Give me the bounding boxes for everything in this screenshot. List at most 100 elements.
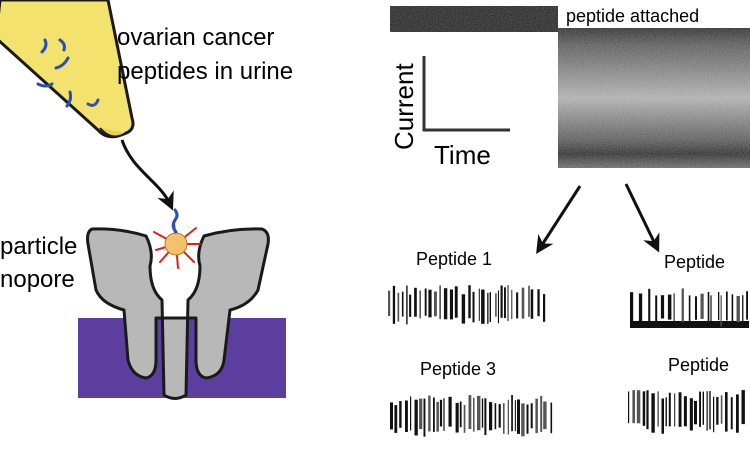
trace-spike <box>468 285 471 319</box>
trace-spike <box>730 397 733 430</box>
trace-spike <box>661 398 664 434</box>
trace-spike <box>511 289 513 320</box>
trace-spike <box>526 404 529 434</box>
state-label: peptide attached <box>566 6 699 26</box>
attached-peptide-trace <box>558 28 750 168</box>
trace-spike <box>636 390 641 424</box>
x-axis-label: Time <box>434 140 491 170</box>
trace-spike <box>695 296 697 320</box>
trace-spike <box>468 395 472 429</box>
trace-spike <box>516 292 519 319</box>
trace-spike <box>673 293 675 322</box>
peptide-strands-icon <box>36 38 100 108</box>
trace-spike <box>530 403 533 429</box>
trace-spike <box>674 393 676 427</box>
trace-spike <box>461 294 466 324</box>
trace-spike <box>511 395 513 432</box>
peptide-label-4: Peptide <box>668 355 729 375</box>
open-pore-trace <box>390 6 558 32</box>
trace-spike <box>448 396 452 427</box>
trace-spike <box>550 402 553 434</box>
trace-spike <box>463 405 466 433</box>
peptide-1-trace <box>388 285 546 325</box>
peptide-2-trace <box>630 288 749 328</box>
trace-spike <box>436 401 439 432</box>
bound-peptide-icon <box>171 208 179 234</box>
trace-spike <box>700 293 704 319</box>
trace-spike <box>630 292 634 323</box>
trace-spike <box>489 292 491 322</box>
peptide-label-1: Peptide 1 <box>416 249 492 269</box>
trace-spike <box>419 398 423 430</box>
trace-spike <box>428 289 432 318</box>
trace-spike <box>660 295 665 319</box>
trace-spike <box>657 391 659 427</box>
trace-spike <box>449 289 453 320</box>
trace-spike <box>405 400 408 432</box>
trace-spike <box>419 290 421 319</box>
trace-spike <box>530 289 534 319</box>
scale-bar-axes <box>422 56 510 132</box>
arrow-icon <box>536 185 582 255</box>
trace-spike <box>414 399 418 436</box>
nanopore-label-line1: particle <box>0 233 77 260</box>
trace-spike <box>428 395 431 432</box>
trace-spike <box>726 291 728 321</box>
trace-spike <box>648 288 651 328</box>
trace-spike <box>725 392 728 432</box>
trace-spike <box>394 405 398 433</box>
trace-spike <box>694 400 697 425</box>
sample-label-line1: ovarian cancer <box>117 24 274 51</box>
trace-spike <box>543 401 547 430</box>
trace-spike <box>709 391 711 430</box>
trace-spike <box>423 398 426 437</box>
trace-spike <box>487 292 489 324</box>
trace-spike <box>489 402 493 431</box>
sample-label-line2: peptides in urine <box>117 58 293 85</box>
trace-spike <box>500 285 503 318</box>
trace-spike <box>517 399 520 434</box>
trace-spike <box>477 395 481 431</box>
trace-spike <box>683 396 687 427</box>
trace-spike <box>443 288 448 320</box>
trace-spike <box>495 293 497 317</box>
trace-spike <box>667 294 672 320</box>
trace-spike <box>497 290 499 324</box>
peptide-4-trace <box>628 390 745 434</box>
trace-spike <box>455 402 459 433</box>
trace-spike <box>537 289 540 317</box>
trace-spike <box>392 285 396 324</box>
trace-spike <box>433 397 435 432</box>
trace-spike <box>454 286 458 318</box>
trace-spike <box>399 401 402 428</box>
trace-spike <box>410 396 412 431</box>
arrow-icon <box>624 183 660 253</box>
trace-spike <box>439 399 443 427</box>
trace-spike <box>702 391 704 425</box>
particle-icon <box>164 232 188 256</box>
trace-spike <box>665 397 667 427</box>
trace-spike <box>681 288 684 322</box>
peptide-label-2: Peptide <box>664 252 725 272</box>
trace-spike <box>388 290 391 317</box>
trace-spike <box>720 395 723 424</box>
trace-spike <box>642 391 646 426</box>
trace-spike <box>494 403 497 430</box>
trace-spike <box>718 292 720 321</box>
trace-spike <box>409 294 412 317</box>
trace-spike <box>507 285 509 322</box>
y-axis-label: Current <box>389 63 419 150</box>
trace-baseline <box>630 321 749 328</box>
trace-spike <box>514 400 516 432</box>
trace-spike <box>406 285 408 325</box>
trace-spike <box>741 390 745 425</box>
arrow-icon <box>120 139 174 211</box>
trace-spike <box>651 393 655 433</box>
trace-spike <box>736 394 739 433</box>
peptide-label-3: Peptide 3 <box>420 359 496 379</box>
trace-spike <box>543 294 546 322</box>
trace-spike <box>503 403 505 434</box>
trace-spike <box>638 293 643 328</box>
trace-spike <box>688 295 691 322</box>
trace-spike <box>628 391 630 424</box>
